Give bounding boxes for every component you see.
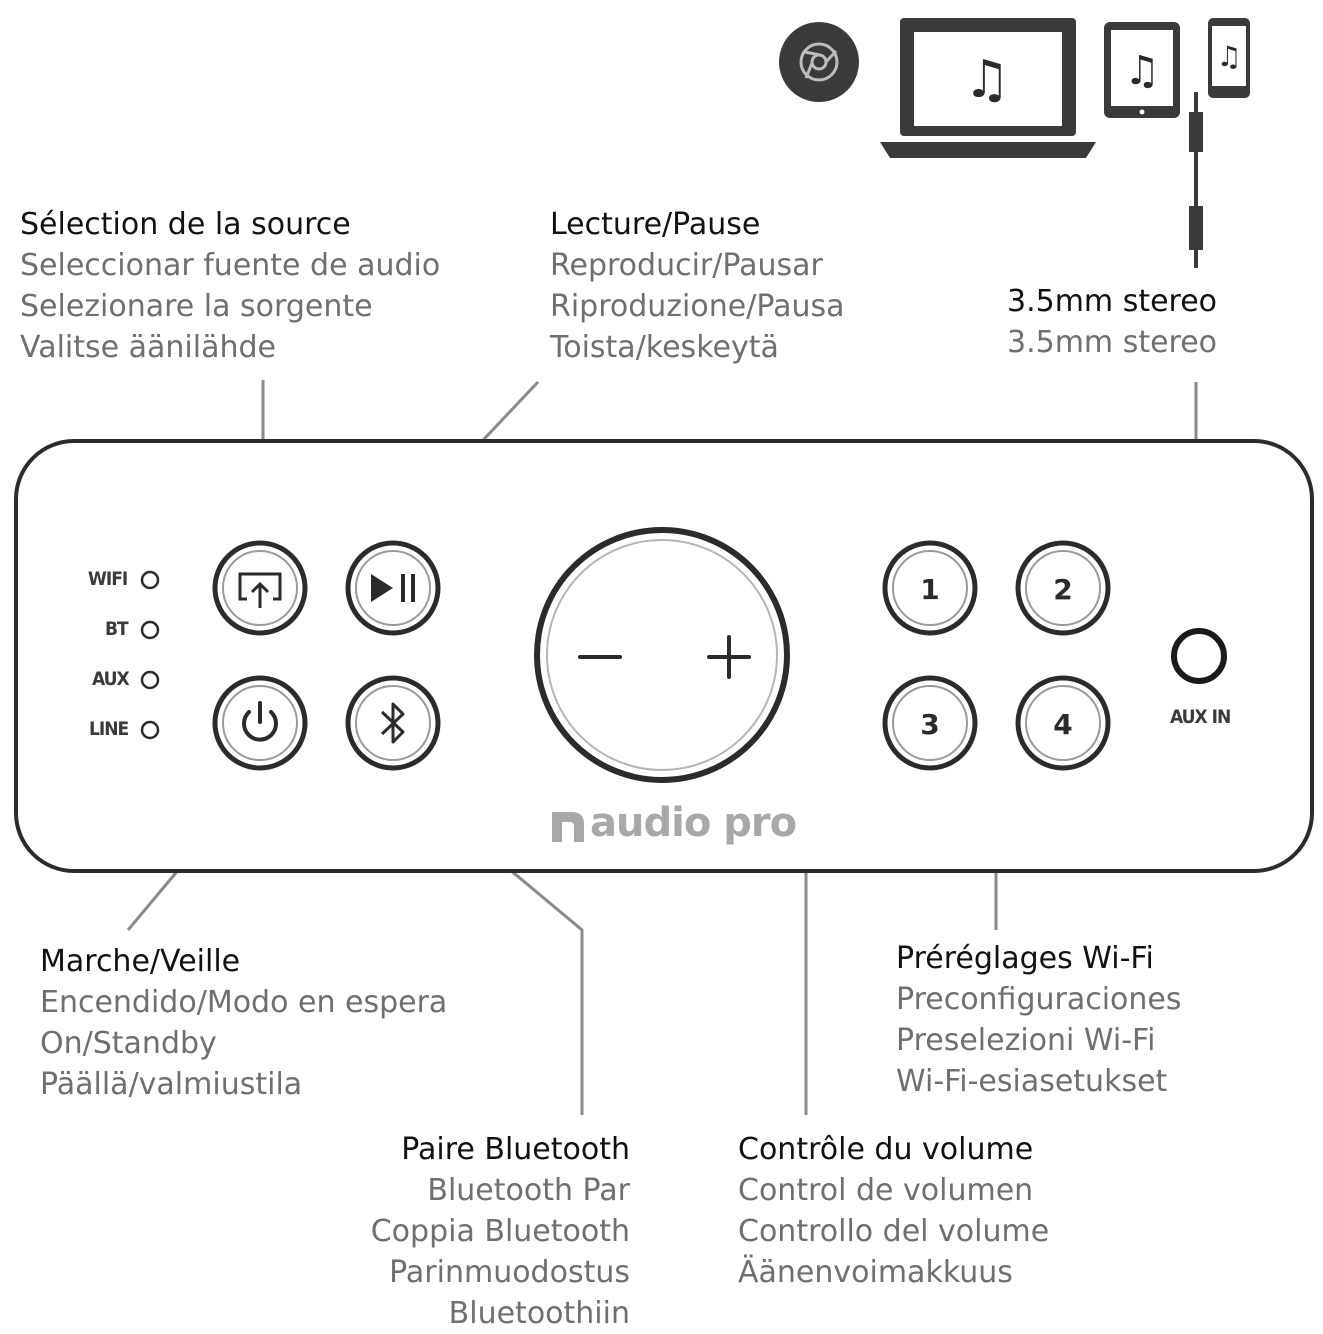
callout-presets-line: Preconfiguraciones — [896, 982, 1182, 1017]
preset-number: 1 — [920, 573, 939, 606]
callout-aux: 3.5mm stereo 3.5mm stereo — [1007, 281, 1217, 363]
callout-power-line: Päällä/valmiustila — [40, 1067, 303, 1102]
power-button[interactable] — [212, 675, 308, 771]
phone-icon: ♫ — [1208, 18, 1250, 98]
callout-volume-line: Control de volumen — [738, 1173, 1034, 1208]
indicator-label-wifi: WIFI — [88, 568, 128, 590]
play-pause-button[interactable] — [345, 540, 441, 636]
music-note-icon: ♫ — [1216, 40, 1241, 73]
callout-power: Marche/Veille Encendido/Modo en espera O… — [40, 941, 447, 1105]
callout-presets-line: Preselezioni Wi-Fi — [896, 1023, 1156, 1058]
indicator-label-line: LINE — [89, 718, 129, 740]
callout-volume-line: Controllo del volume — [738, 1214, 1050, 1249]
laptop-icon: ♫ — [880, 18, 1096, 158]
callout-source-line: Selezionare la sorgente — [20, 289, 373, 324]
callout-source-line: Valitse äänilähde — [20, 330, 276, 365]
callout-bluetooth: Paire Bluetooth Bluetooth Par Coppia Blu… — [330, 1129, 630, 1334]
callout-presets-line: Préréglages Wi-Fi — [896, 941, 1154, 976]
callout-source-line: Sélection de la source — [20, 207, 351, 242]
bluetooth-button[interactable] — [345, 675, 441, 771]
power-icon — [242, 701, 278, 742]
callout-aux-line: 3.5mm stereo — [1007, 284, 1218, 319]
volume-up-button[interactable] — [707, 635, 751, 679]
preset-button-3[interactable]: 3 — [882, 675, 978, 771]
callout-play-pause-line: Riproduzione/Pausa — [550, 289, 845, 324]
callout-volume-line: Äänenvoimakkuus — [738, 1255, 1013, 1290]
callout-source: Sélection de la source Seleccionar fuent… — [20, 204, 440, 368]
bluetooth-icon — [380, 702, 405, 744]
callout-presets-line: Wi-Fi-esiasetukset — [896, 1064, 1168, 1099]
callout-presets: Préréglages Wi-Fi Preconfiguraciones Pre… — [896, 938, 1182, 1102]
callout-volume: Contrôle du volume Control de volumen Co… — [738, 1129, 1049, 1293]
volume-dial[interactable] — [534, 527, 790, 783]
preset-number: 3 — [920, 708, 939, 741]
callout-aux-line: 3.5mm stereo — [1007, 325, 1218, 360]
aux-in-jack[interactable] — [1171, 628, 1227, 684]
source-button[interactable] — [212, 540, 308, 636]
aux-in-label: AUX IN — [1170, 706, 1231, 728]
callout-volume-line: Contrôle du volume — [738, 1132, 1034, 1167]
indicator-leds — [140, 570, 160, 740]
preset-number: 2 — [1053, 573, 1072, 606]
callout-power-line: Marche/Veille — [40, 944, 241, 979]
play-pause-icon — [371, 574, 415, 602]
preset-button-4[interactable]: 4 — [1015, 675, 1111, 771]
preset-number: 4 — [1053, 708, 1072, 741]
source-icon — [238, 572, 282, 608]
callout-bluetooth-line: Paire Bluetooth — [401, 1132, 630, 1167]
callout-play-pause: Lecture/Pause Reproducir/Pausar Riproduz… — [550, 204, 844, 368]
music-note-icon: ♫ — [1124, 48, 1160, 94]
callout-bluetooth-line: Parinmuodostus — [389, 1255, 630, 1290]
callout-play-pause-line: Lecture/Pause — [550, 207, 761, 242]
preset-button-1[interactable]: 1 — [882, 540, 978, 636]
music-note-icon: ♫ — [964, 50, 1011, 110]
aux-cable-icon — [1189, 92, 1203, 268]
indicator-label-aux: AUX — [92, 668, 130, 690]
callout-bluetooth-line: Bluetooth Par — [427, 1173, 630, 1208]
callout-bluetooth-line: Bluetoothiin — [448, 1296, 630, 1331]
preset-button-2[interactable]: 2 — [1015, 540, 1111, 636]
brand-wordmark: audio pro — [590, 800, 797, 846]
audio-pro-logo-icon — [552, 812, 584, 842]
chromecast-icon — [779, 22, 859, 102]
callout-bluetooth-line: Coppia Bluetooth — [370, 1214, 630, 1249]
callout-play-pause-line: Toista/keskeytä — [550, 330, 779, 365]
tablet-icon: ♫ — [1104, 22, 1180, 118]
callout-power-line: On/Standby — [40, 1026, 217, 1061]
indicator-label-bt: BT — [105, 618, 129, 640]
callout-play-pause-line: Reproducir/Pausar — [550, 248, 823, 283]
callout-power-line: Encendido/Modo en espera — [40, 985, 448, 1020]
callout-source-line: Seleccionar fuente de audio — [20, 248, 441, 283]
